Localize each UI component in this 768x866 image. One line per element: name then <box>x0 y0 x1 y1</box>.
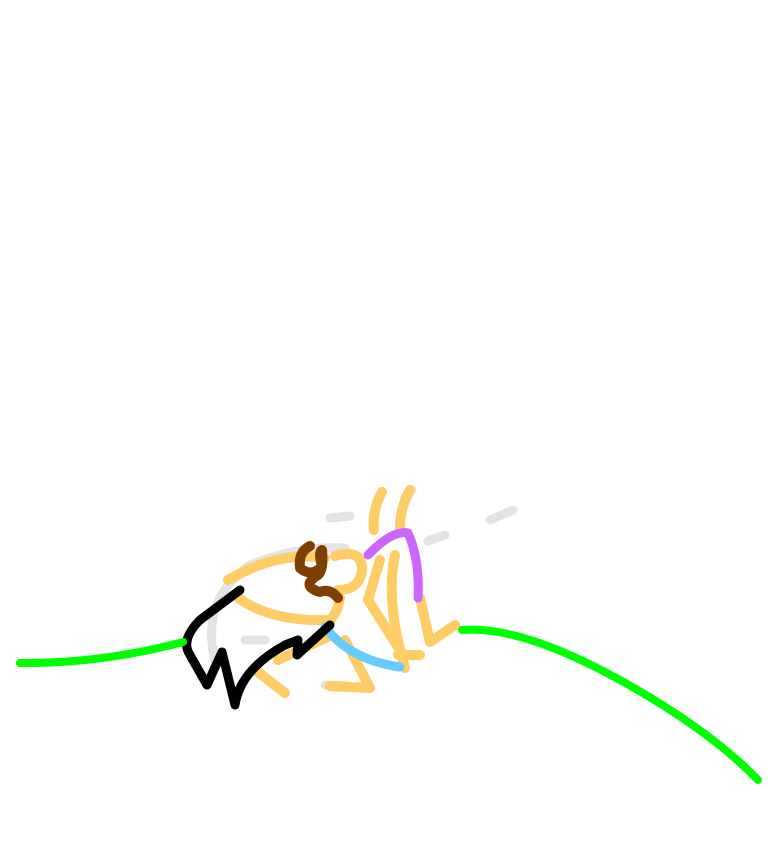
shadow-mark <box>325 511 355 523</box>
belly-line <box>232 592 345 626</box>
eye-scribble <box>294 541 343 603</box>
hind-leg <box>253 667 290 698</box>
purple-stroke <box>363 528 423 603</box>
front-leg <box>415 593 460 647</box>
blue-stroke <box>320 622 405 672</box>
shadow-mark <box>423 530 450 546</box>
ground-line-right <box>458 625 762 784</box>
head <box>330 548 367 595</box>
black-wing-stroke <box>182 585 335 710</box>
shadow-mark <box>485 505 518 525</box>
ear-right <box>395 485 415 533</box>
ear-left <box>368 487 387 535</box>
front-leg <box>363 555 405 655</box>
ground-line-left <box>16 638 187 668</box>
